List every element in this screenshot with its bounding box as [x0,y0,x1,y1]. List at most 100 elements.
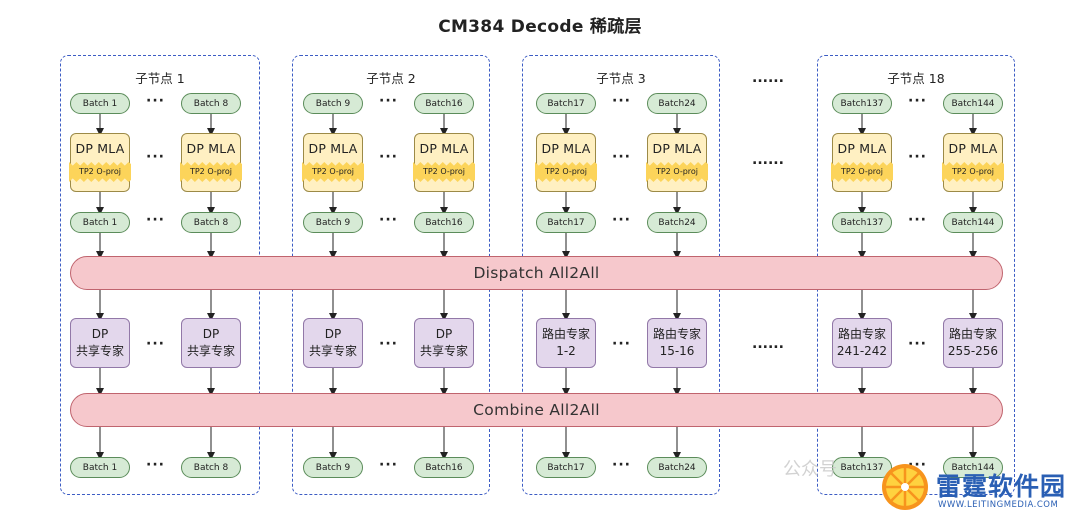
dp-mla-label: DP MLA [419,141,469,156]
batch-pill: Batch17 [536,212,596,233]
node-gap-ellipsis: ...... [752,70,784,86]
batch-pill: Batch16 [414,457,474,478]
watermark-ghost-text: 公众号 [783,459,837,480]
tp-oproj-tag: TP2 O-proj [302,162,364,182]
orange-slice-logo-icon [882,464,928,510]
tp-oproj-tag: TP2 O-proj [69,162,131,182]
batch-pill: Batch144 [943,212,1003,233]
dp-mla-label: DP MLA [75,141,125,156]
dp-mla-block: DP MLA TP2 O-proj [302,133,364,192]
batch-pill: Batch144 [943,457,1003,478]
expert-line-2: 共享专家 [419,344,468,358]
ellipsis: ··· [379,336,398,352]
expert-line-1: 路由专家 [948,327,997,341]
expert-block: DP 共享专家 [70,318,130,368]
dp-mla-block: DP MLA TP2 O-proj [69,133,131,192]
expert-block: 路由专家 255-256 [943,318,1003,368]
batch-pill: Batch24 [647,457,707,478]
tp-oproj-tag: TP2 O-proj [831,162,893,182]
ellipsis: ··· [612,93,631,109]
dp-mla-label: DP MLA [652,141,702,156]
batch-pill: Batch137 [832,457,892,478]
batch-pill: Batch144 [943,93,1003,114]
dp-mla-label: DP MLA [837,141,887,156]
node-gap-ellipsis: ...... [752,152,784,168]
ellipsis: ··· [146,212,165,228]
expert-block: DP 共享专家 [181,318,241,368]
expert-line-1: 路由专家 [541,327,590,341]
expert-block: DP 共享专家 [414,318,474,368]
ellipsis: ··· [908,93,927,109]
ellipsis: ··· [908,212,927,228]
tp-oproj-tag: TP2 O-proj [646,162,708,182]
batch-pill: Batch16 [414,212,474,233]
batch-pill: Batch 9 [303,93,363,114]
ellipsis: ··· [379,457,398,473]
expert-line-2: 共享专家 [186,344,235,358]
expert-block: 路由专家 15-16 [647,318,707,368]
expert-block: 路由专家 241-242 [832,318,892,368]
ellipsis: ··· [146,149,165,165]
tp-oproj-tag: TP2 O-proj [180,162,242,182]
dp-mla-block: DP MLA TP2 O-proj [180,133,242,192]
batch-pill: Batch137 [832,93,892,114]
batch-pill: Batch137 [832,212,892,233]
dp-mla-block: DP MLA TP2 O-proj [646,133,708,192]
batch-pill: Batch24 [647,212,707,233]
batch-pill: Batch 1 [70,93,130,114]
ellipsis: ··· [612,336,631,352]
expert-block: 路由专家 1-2 [536,318,596,368]
expert-line-2: 255-256 [947,344,999,358]
tp-oproj-tag: TP2 O-proj [413,162,475,182]
page-title: CM384 Decode 稀疏层 [438,17,642,37]
ellipsis: ··· [146,457,165,473]
batch-pill: Batch 8 [181,212,241,233]
node-label-1: 子节点 1 [135,71,185,86]
dp-mla-label: DP MLA [186,141,236,156]
batch-pill: Batch 9 [303,457,363,478]
combine-all2all-bar: Combine All2All [70,393,1003,427]
ellipsis: ··· [612,457,631,473]
node-gap-ellipsis: ...... [752,336,784,352]
expert-line-1: DP [435,327,453,341]
expert-line-1: DP [324,327,342,341]
expert-line-2: 1-2 [556,344,576,358]
ellipsis: ··· [379,149,398,165]
ellipsis: ··· [379,212,398,228]
dispatch-all2all-bar: Dispatch All2All [70,256,1003,290]
watermark-url: WWW.LEITINGMEDIA.COM [938,500,1059,510]
batch-pill: Batch 8 [181,93,241,114]
dp-mla-label: DP MLA [541,141,591,156]
ellipsis: ··· [612,212,631,228]
dp-mla-block: DP MLA TP2 O-proj [831,133,893,192]
expert-line-2: 共享专家 [308,344,357,358]
expert-line-2: 241-242 [836,344,888,358]
batch-pill: Batch24 [647,93,707,114]
dp-mla-block: DP MLA TP2 O-proj [535,133,597,192]
batch-pill: Batch 1 [70,457,130,478]
watermark-brand: 雷霆软件园 [936,472,1067,501]
dp-mla-label: DP MLA [308,141,358,156]
batch-pill: Batch17 [536,457,596,478]
batch-pill: Batch 1 [70,212,130,233]
ellipsis: ··· [908,149,927,165]
ellipsis: ··· [612,149,631,165]
batch-pill: Batch 9 [303,212,363,233]
expert-line-1: 路由专家 [837,327,886,341]
ellipsis: ··· [908,336,927,352]
expert-line-2: 15-16 [659,344,695,358]
ellipsis: ··· [146,336,165,352]
node-label-2: 子节点 2 [366,71,416,86]
ellipsis: ··· [146,93,165,109]
batch-pill: Batch17 [536,93,596,114]
node-label-18: 子节点 18 [887,71,945,86]
node-label-3: 子节点 3 [596,71,646,86]
tp-oproj-tag: TP2 O-proj [535,162,597,182]
dp-mla-label: DP MLA [948,141,998,156]
ellipsis: ··· [379,93,398,109]
expert-block: DP 共享专家 [303,318,363,368]
expert-line-2: 共享专家 [75,344,124,358]
batch-pill: Batch 8 [181,457,241,478]
expert-line-1: DP [202,327,220,341]
